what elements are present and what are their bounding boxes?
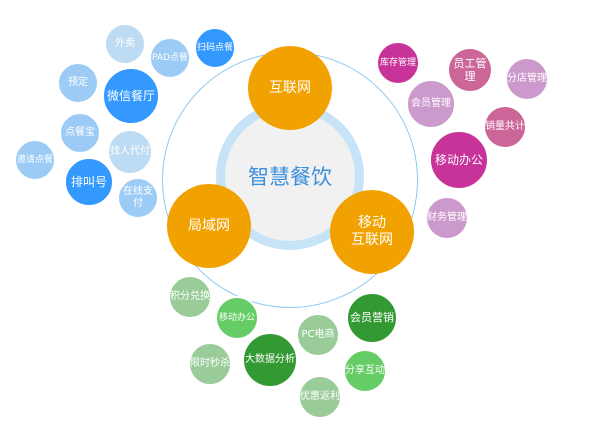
node-share-interact: 分享互动 [343,349,387,393]
hub-mobile-line1: 移动 [358,215,386,232]
hub-mobile-line2: 互联网 [351,232,393,248]
node-points-exchange: 积分兑换 [168,275,212,319]
node-sales-total: 销量共计 [483,105,527,149]
node-reserve: 预定 [57,62,99,104]
node-inventory: 库存管理 [376,41,420,85]
node-pad-order: PAD点餐 [149,37,191,79]
hub-lan: 局域网 [167,184,251,268]
node-wechat-restaurant: 微信餐厅 [102,67,160,125]
node-big-data: 大数据分析 [242,332,298,388]
node-branch: 分店管理 [505,57,549,101]
hub-internet: 互联网 [248,46,332,130]
node-order-treasure: 点餐宝 [59,112,101,154]
center-title: 智慧餐饮 [248,165,332,189]
node-flash-sale: 限时秒杀 [188,342,232,386]
node-online-pay: 在线支付 [117,177,159,219]
node-pc-ecommerce: PC电商 [296,313,340,357]
node-mobile-office: 移动办公 [429,130,489,190]
node-member-marketing: 会员营销 [346,292,398,344]
node-member-mgmt: 会员管理 [406,79,456,129]
node-staff: 员工管理 [447,47,493,93]
node-invite-order: 邀请点餐 [14,139,56,181]
node-mobile-office-2: 移动办公 [215,296,259,340]
node-discount-rebate: 优惠返利 [298,375,342,419]
node-finance: 财务管理 [425,196,469,240]
node-proxy-pay: 找人代付 [107,129,153,175]
node-takeout: 外卖 [104,23,146,65]
hub-mobile-internet: 移动 互联网 [330,190,414,274]
node-scan-order: 扫码点餐 [194,27,236,69]
node-queue-number: 排叫号 [64,157,114,207]
